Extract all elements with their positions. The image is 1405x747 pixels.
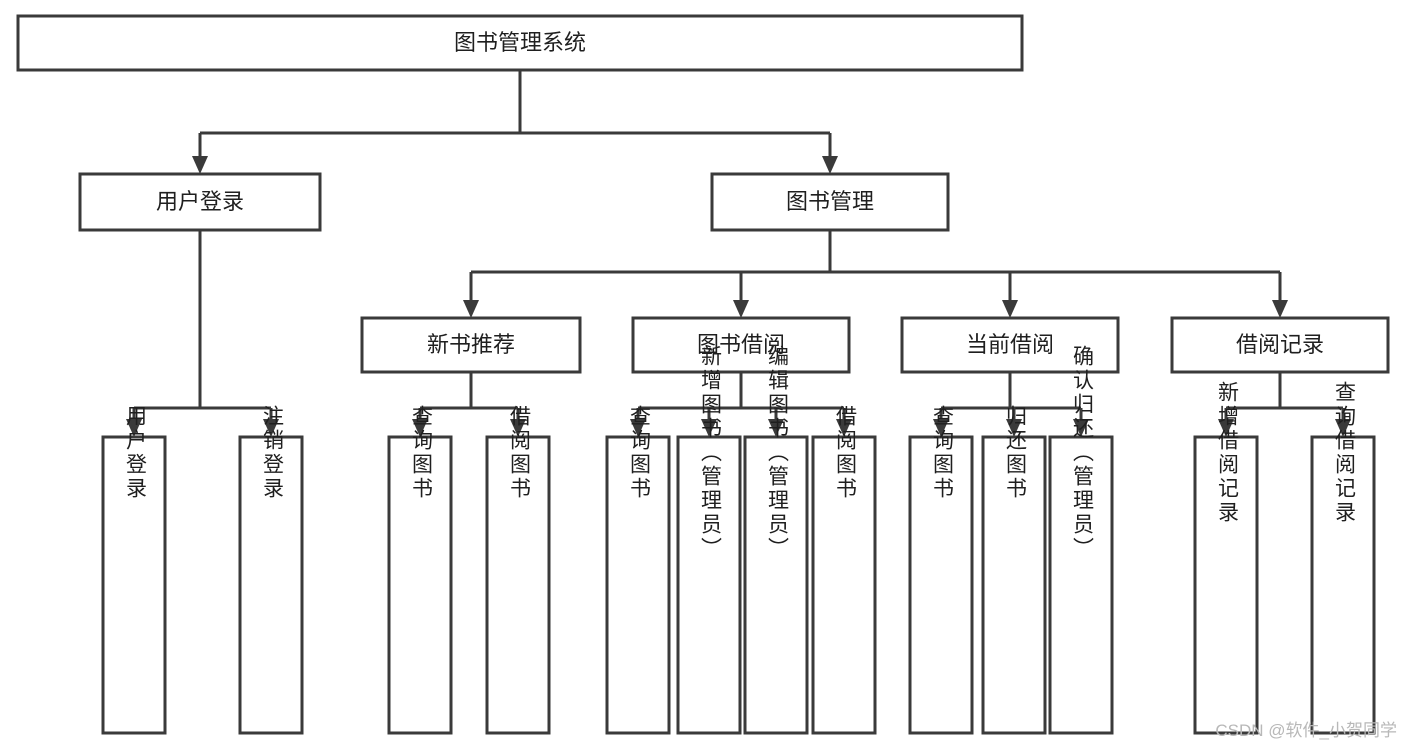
leaf-label: 查询图书 [409,405,433,501]
leaf-node[interactable]: 查询图书 [908,405,974,735]
level3-node[interactable]: 当前借阅 [900,316,1120,374]
arrow-head-icon [822,156,838,174]
connector-level3-2-to-leaves [933,372,1089,437]
leaf-node[interactable]: 借阅图书 [811,405,877,735]
connector-login-to-leaves [126,230,279,437]
level3-box[interactable] [900,316,1120,374]
leaf-label: 注销登录 [260,405,284,501]
leaf-node[interactable]: 新增图书（管理员） [676,345,742,735]
arrow-head-icon [1002,300,1018,318]
leaf-node[interactable]: 归还图书 [981,405,1047,735]
leaf-node[interactable]: 查询图书 [387,405,453,735]
leaf-box[interactable] [101,435,167,735]
leaf-label: 新增借阅记录 [1215,381,1239,525]
leaf-label: 查询借阅记录 [1332,381,1356,525]
root-box[interactable] [16,14,1024,72]
level3-box[interactable] [360,316,582,374]
leaf-box[interactable] [1193,435,1259,735]
connector-level3-0-to-leaves [412,372,526,437]
arrow-head-icon [701,419,717,437]
leaf-label: 查询图书 [627,405,651,501]
arrow-head-icon [933,419,949,437]
leaf-node[interactable]: 用户登录 [101,405,167,735]
leaf-box[interactable] [811,435,877,735]
level3-label: 当前借阅 [966,332,1054,357]
arrow-head-icon [1335,419,1351,437]
level2-box[interactable] [710,172,950,232]
level3-node[interactable]: 新书推荐 [360,316,582,374]
leaf-label: 查询图书 [930,405,954,501]
leaf-box[interactable] [485,435,551,735]
level3-label: 借阅记录 [1236,332,1324,357]
arrow-head-icon [126,419,142,437]
level2-node[interactable]: 用户登录 [78,172,322,232]
level3-label: 新书推荐 [427,332,515,357]
arrow-head-icon [510,419,526,437]
leaf-node[interactable]: 查询图书 [605,405,671,735]
leaf-label: 归还图书 [1003,405,1027,501]
leaf-box[interactable] [1310,435,1376,735]
arrow-head-icon [263,419,279,437]
arrow-head-icon [192,156,208,174]
arrow-head-icon [1272,300,1288,318]
leaf-box[interactable] [387,435,453,735]
leaf-box[interactable] [238,435,304,735]
leaf-box[interactable] [743,435,809,735]
node-layer: 图书管理系统用户登录图书管理新书推荐图书借阅当前借阅借阅记录用户登录注销登录查询… [16,14,1390,735]
leaf-label: 确认归还（管理员） [1070,345,1094,561]
arrow-head-icon [412,419,428,437]
leaf-node[interactable]: 查询借阅记录 [1310,381,1376,735]
leaf-label: 借阅图书 [833,405,857,501]
leaf-box[interactable] [981,435,1047,735]
level3-node[interactable]: 借阅记录 [1170,316,1390,374]
arrow-head-icon [1006,419,1022,437]
arrow-head-icon [1218,419,1234,437]
connector-root-to-level2 [192,70,838,174]
level2-box[interactable] [78,172,322,232]
leaf-node[interactable]: 借阅图书 [485,405,551,735]
connector-level3-1-to-leaves [630,372,852,437]
arrow-head-icon [836,419,852,437]
leaf-label: 新增图书（管理员） [698,345,722,561]
root-label: 图书管理系统 [454,30,586,55]
leaf-node[interactable]: 新增借阅记录 [1193,381,1259,735]
leaf-box[interactable] [1048,435,1114,735]
level3-box[interactable] [1170,316,1390,374]
level2-label: 图书管理 [786,189,874,214]
level2-node[interactable]: 图书管理 [710,172,950,232]
arrow-head-icon [768,419,784,437]
leaf-label: 用户登录 [123,405,147,501]
arrow-head-icon [1073,419,1089,437]
connector-mgmt-to-level3 [463,230,1288,318]
level3-label: 图书借阅 [697,332,785,357]
level3-node[interactable]: 图书借阅 [631,316,851,374]
leaf-label: 编辑图书（管理员） [765,345,789,561]
arrow-head-icon [733,300,749,318]
arrow-head-icon [463,300,479,318]
leaf-box[interactable] [676,435,742,735]
leaf-node[interactable]: 注销登录 [238,405,304,735]
leaf-label: 借阅图书 [507,405,531,501]
leaf-box[interactable] [605,435,671,735]
connector-level3-3-to-leaves [1218,372,1351,437]
level3-box[interactable] [631,316,851,374]
arrow-head-icon [630,419,646,437]
leaf-node[interactable]: 编辑图书（管理员） [743,345,809,735]
root-node[interactable]: 图书管理系统 [16,14,1024,72]
level2-label: 用户登录 [156,189,244,214]
connector-layer [126,70,1351,437]
leaf-node[interactable]: 确认归还（管理员） [1048,345,1114,735]
leaf-box[interactable] [908,435,974,735]
